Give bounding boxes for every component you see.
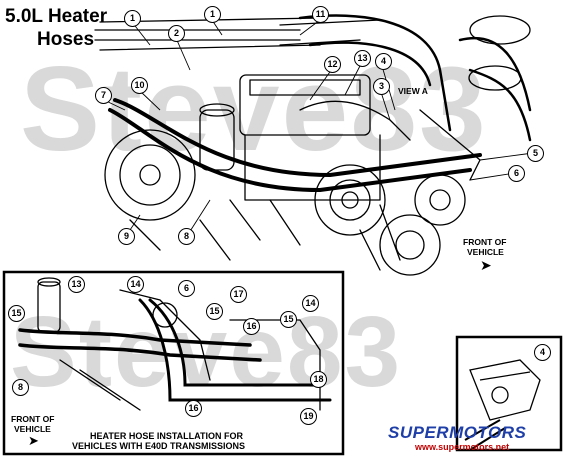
front-of-vehicle-main-line-2: VEHICLE: [467, 247, 504, 257]
inset-callout-6: 6: [178, 280, 195, 297]
title-line-2: Hoses: [37, 29, 95, 50]
callout-4: 4: [375, 53, 392, 70]
inset-frame: [2, 270, 345, 456]
inset-caption-line-1: HEATER HOSE INSTALLATION FOR: [90, 431, 243, 441]
callout-6: 6: [508, 165, 525, 182]
inset-callout-15b: 15: [206, 303, 223, 320]
inset-callout-14a: 14: [127, 276, 144, 293]
callout-1b: 1: [204, 6, 221, 23]
callout-3: 3: [373, 78, 390, 95]
front-of-vehicle-main-line-1: FRONT OF: [463, 237, 507, 247]
viewa-callout-4: 4: [534, 344, 551, 361]
callout-13: 13: [354, 50, 371, 67]
inset-callout-16a: 16: [243, 318, 260, 335]
inset-callout-16b: 16: [185, 400, 202, 417]
inset-callout-14b: 14: [302, 295, 319, 312]
callout-8: 8: [178, 228, 195, 245]
title-line-1: 5.0L Heater: [5, 6, 108, 27]
watermark-inset: Steve83: [10, 296, 403, 408]
inset-callout-8: 8: [12, 379, 29, 396]
inset-callout-15c: 15: [280, 311, 297, 328]
inset-callout-15a: 15: [8, 305, 25, 322]
callout-9: 9: [118, 228, 135, 245]
callout-12: 12: [324, 56, 341, 73]
view-a-frame: [455, 335, 563, 452]
front-of-vehicle-inset-line-1: FRONT OF: [11, 414, 55, 424]
callout-5: 5: [527, 145, 544, 162]
inset-callout-13: 13: [68, 276, 85, 293]
supermotors-logo: SUPERMOTORS: [388, 423, 527, 442]
inset-callout-17: 17: [230, 286, 247, 303]
inset-callout-18: 18: [310, 371, 327, 388]
inset-callout-19: 19: [300, 408, 317, 425]
callout-10: 10: [131, 77, 148, 94]
front-arrow-inset-icon: ➤: [28, 433, 39, 448]
callout-2: 2: [168, 25, 185, 42]
callout-7: 7: [95, 87, 112, 104]
inset-caption-line-2: VEHICLES WITH E40D TRANSMISSIONS: [72, 441, 246, 451]
front-arrow-main-icon: ➤: [480, 257, 492, 273]
watermark-main: Steve83: [20, 42, 488, 176]
front-of-vehicle-inset-line-2: VEHICLE: [14, 424, 51, 434]
view-a-label: VIEW A: [398, 86, 428, 96]
callout-1a: 1: [124, 10, 141, 27]
callout-11: 11: [312, 6, 329, 23]
supermotors-url: www.supermotors.net: [415, 442, 510, 452]
